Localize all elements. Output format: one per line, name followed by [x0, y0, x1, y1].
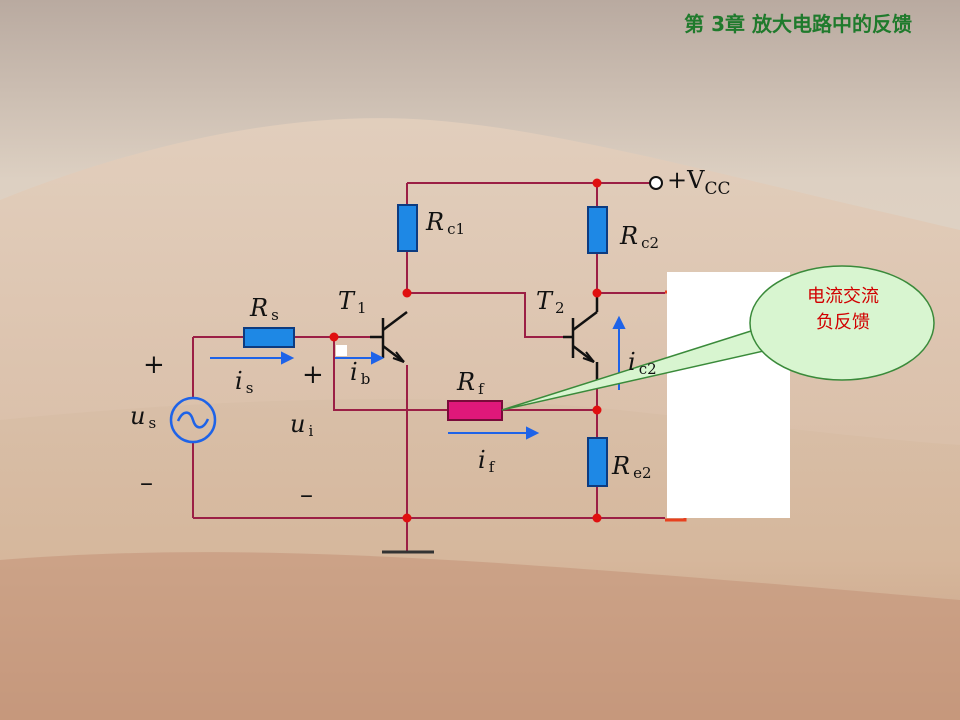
- vcc-v: V: [687, 166, 705, 194]
- resistor-re2: [587, 437, 608, 487]
- ib-sub: b: [360, 370, 371, 388]
- t1-t: T: [338, 287, 355, 315]
- input-terminal-marker: [336, 345, 347, 356]
- slide-title: 第 3章 放大电路中的反馈: [684, 12, 912, 36]
- rc1-r: R: [426, 208, 445, 236]
- rf-r: R: [457, 368, 476, 396]
- callout-text: 电流交流 负反馈: [758, 284, 928, 336]
- t1-sub: 1: [357, 299, 367, 317]
- source-plus-sign: +: [143, 350, 165, 380]
- vcc-sub: CC: [704, 179, 731, 199]
- ic2-i: i: [628, 348, 636, 376]
- callout-line-2: 负反馈: [816, 312, 870, 333]
- re2-r: R: [612, 452, 631, 480]
- vcc-terminal: [649, 176, 663, 190]
- resistor-rf: [447, 400, 503, 421]
- resistor-rs: [243, 327, 295, 348]
- source-minus-sign: –: [140, 468, 153, 498]
- rc2-sub: c2: [641, 234, 660, 252]
- ui-sub: i: [308, 422, 314, 440]
- rc1-sub: c1: [447, 220, 466, 238]
- t2-sub: 2: [555, 299, 565, 317]
- ac-source-symbol: [169, 396, 217, 444]
- ui-u: u: [290, 410, 306, 438]
- ib-i: i: [350, 358, 358, 386]
- us-sub: s: [148, 414, 157, 432]
- ic2-sub: c2: [638, 360, 657, 378]
- if-sub: f: [488, 458, 495, 476]
- rs-sub: s: [271, 306, 279, 324]
- rs-r: R: [250, 294, 269, 322]
- us-u: u: [130, 402, 146, 430]
- t2-t: T: [536, 287, 553, 315]
- junction-nodes: [329, 178, 602, 523]
- if-i: i: [478, 446, 486, 474]
- transistor-t1-symbol: [370, 311, 408, 363]
- is-i: i: [235, 367, 243, 395]
- resistor-rc1: [397, 204, 418, 252]
- re2-sub: e2: [633, 464, 652, 482]
- rf-sub: f: [478, 380, 484, 398]
- input-minus-sign: –: [300, 480, 313, 510]
- transistor-t2-symbol: [563, 293, 599, 380]
- wires: [192, 182, 665, 552]
- vcc-label: +VCC: [667, 166, 730, 199]
- rc2-r: R: [620, 222, 639, 250]
- callout-line-1: 电流交流: [807, 286, 879, 307]
- current-arrows: [210, 315, 626, 440]
- is-sub: s: [245, 379, 254, 397]
- input-plus-sign: +: [302, 360, 324, 390]
- vcc-plus: +: [667, 166, 688, 194]
- resistor-rc2: [587, 206, 608, 254]
